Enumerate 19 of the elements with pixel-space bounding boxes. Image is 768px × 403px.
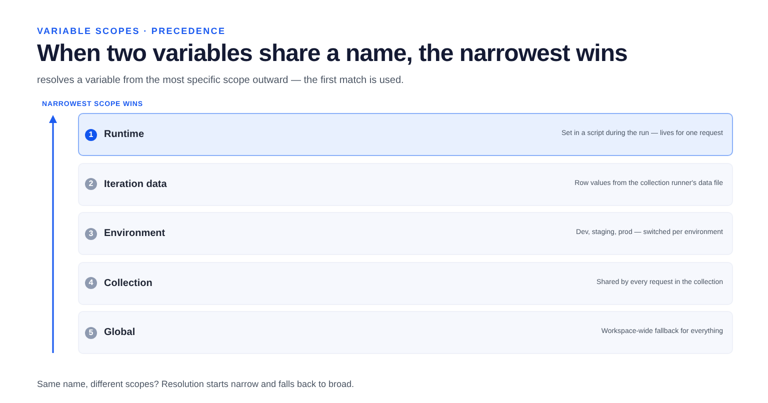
eyebrow-text: VARIABLE SCOPES · PRECEDENCE [37, 25, 226, 38]
step-number: 5 [85, 326, 97, 338]
step-number: 1 [85, 128, 97, 140]
subtitle-text: resolves a variable from the most specific scope outward — the first match is used. [37, 74, 404, 88]
step-number: 3 [85, 228, 97, 240]
scope-row [78, 311, 733, 354]
scope-name: Global [104, 326, 136, 340]
title: When two variables share a name, the narrowest wins [37, 39, 628, 69]
scope-row [78, 262, 733, 304]
scope-name: Runtime [104, 128, 144, 142]
step-number: 2 [85, 178, 97, 190]
scope-row [78, 212, 733, 255]
scope-name: Iteration data [104, 178, 167, 192]
scope-name: Collection [104, 276, 152, 290]
step-number: 4 [85, 277, 97, 289]
scope-row [78, 162, 733, 206]
footnote-text: Same name, different scopes? Resolution starts narrow and falls back to broad. [37, 378, 354, 391]
highlighted-scope-row [78, 113, 733, 156]
scope-name: Environment [104, 227, 166, 241]
